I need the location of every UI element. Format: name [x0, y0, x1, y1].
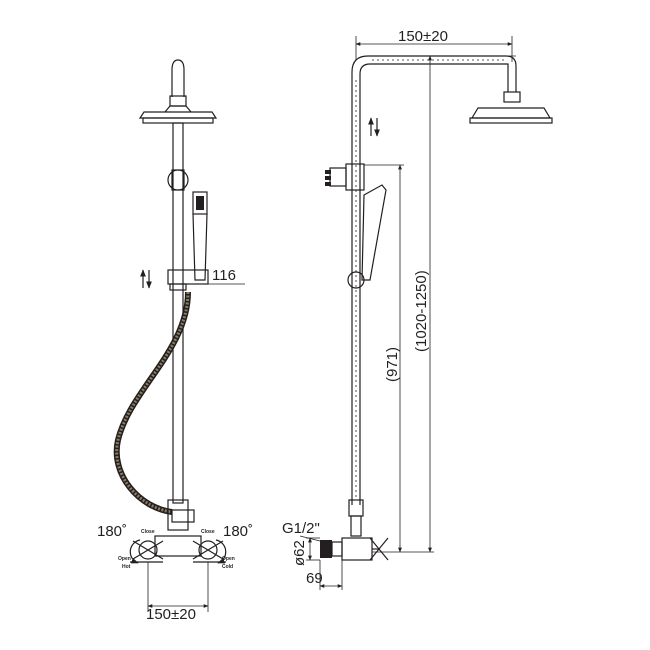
- side-holder-height-label: (971): [384, 347, 401, 382]
- side-hand-shower: [361, 184, 387, 281]
- side-view: 150±20: [282, 28, 553, 590]
- side-diverter: [348, 499, 364, 537]
- front-right-cold-label: Cold: [222, 564, 233, 570]
- front-adjust-arrows-icon: [140, 269, 152, 289]
- front-right-rotation-label: 180˚: [223, 523, 253, 540]
- side-depth-label: 69: [306, 570, 323, 587]
- front-base-width-label: 150±20: [146, 606, 196, 623]
- front-view: 116 180˚ 180˚ Close Open Hot: [97, 59, 253, 623]
- front-diverter: [167, 499, 195, 531]
- front-holder-label: 116: [212, 267, 236, 284]
- front-riser-pipe: [172, 122, 184, 504]
- front-right-open-label: Open: [222, 556, 235, 562]
- front-right-rotation-arc: [215, 539, 227, 564]
- front-hose: [113, 291, 191, 515]
- front-hand-shower: [192, 191, 208, 281]
- front-left-hot-label: Hot: [122, 564, 131, 570]
- front-right-close-label: Close: [201, 529, 215, 535]
- side-diameter-label: ø62: [291, 540, 308, 566]
- side-arm-reach-label: 150±20: [398, 28, 448, 45]
- side-slide-knob: [347, 271, 365, 289]
- front-left-rotation-arc: [129, 539, 141, 564]
- side-adjust-arrows-icon: [368, 117, 380, 137]
- front-left-rotation-label: 180˚: [97, 523, 127, 540]
- side-thread-label: G1/2": [282, 520, 320, 537]
- side-mixer-body: [320, 537, 373, 561]
- front-left-handle: [130, 540, 164, 563]
- side-cross-handle: [369, 537, 389, 561]
- front-shower-head: [138, 95, 218, 124]
- front-left-close-label: Close: [141, 529, 155, 535]
- side-upper-holder: [325, 163, 365, 191]
- side-total-height-label: (1020-1250): [413, 270, 430, 352]
- front-left-open-label: Open: [118, 556, 131, 562]
- front-top-arm: [171, 59, 185, 97]
- front-upper-clamp: [167, 169, 189, 191]
- side-shower-head: [469, 91, 553, 124]
- front-slide-holder: [167, 269, 209, 291]
- front-mixer-body: [154, 535, 202, 557]
